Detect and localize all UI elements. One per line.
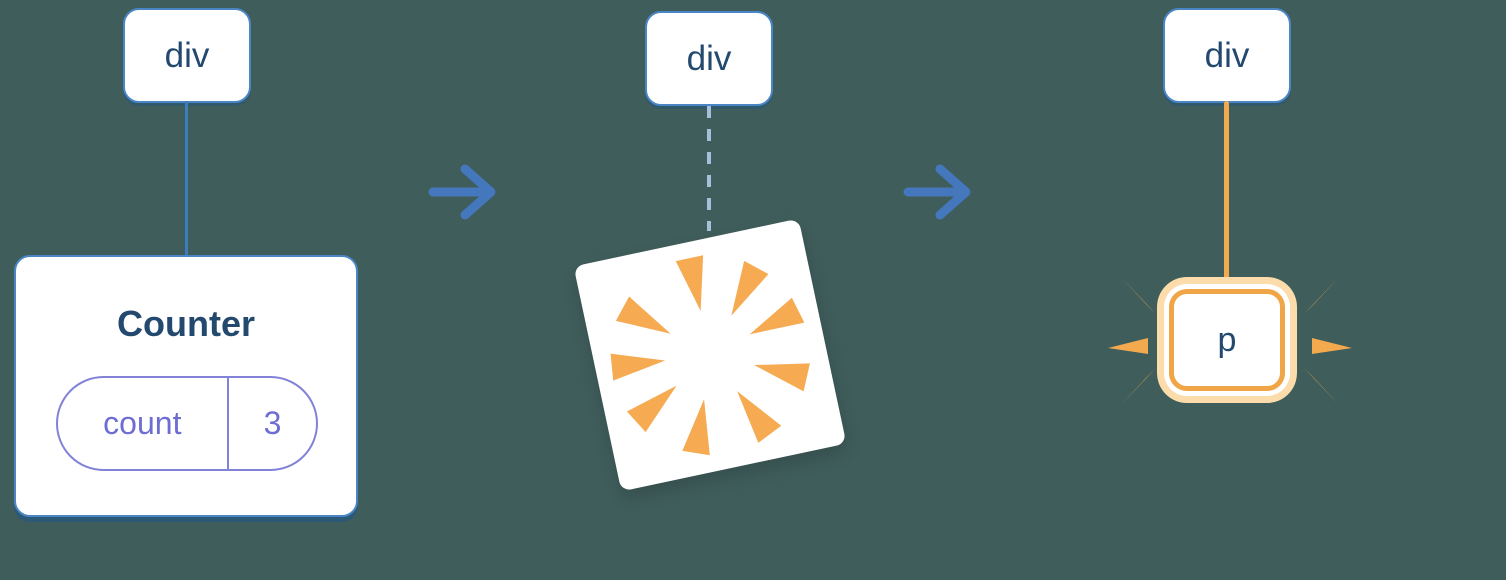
state-key-label: count bbox=[103, 405, 182, 441]
counter-component-card: Counter count 3 bbox=[14, 255, 358, 517]
p-element-label: p bbox=[1217, 320, 1237, 359]
tree-edge-new-orange bbox=[1224, 101, 1229, 279]
parent-div-label-step1: div bbox=[164, 35, 210, 75]
state-pill: count 3 bbox=[56, 376, 318, 471]
parent-div-node-step2: div bbox=[645, 11, 773, 106]
new-p-element-node: p bbox=[1169, 289, 1285, 391]
state-pill-divider bbox=[226, 378, 230, 469]
highlight-sparks-icon bbox=[1108, 276, 1352, 406]
counter-component-title: Counter bbox=[117, 303, 255, 344]
parent-div-label-step3: div bbox=[1204, 35, 1250, 75]
parent-div-label-step2: div bbox=[686, 38, 732, 78]
poof-burst-icon bbox=[610, 255, 810, 456]
parent-div-node-step1: div bbox=[123, 8, 251, 103]
tree-edge-step1 bbox=[185, 101, 188, 256]
state-value-label: 3 bbox=[263, 405, 282, 441]
right-arrow-icon bbox=[428, 164, 496, 220]
parent-div-node-step3: div bbox=[1163, 8, 1291, 103]
tree-edge-removed-dashed bbox=[707, 106, 711, 231]
poof-card bbox=[573, 218, 847, 492]
right-arrow-icon bbox=[903, 164, 971, 220]
